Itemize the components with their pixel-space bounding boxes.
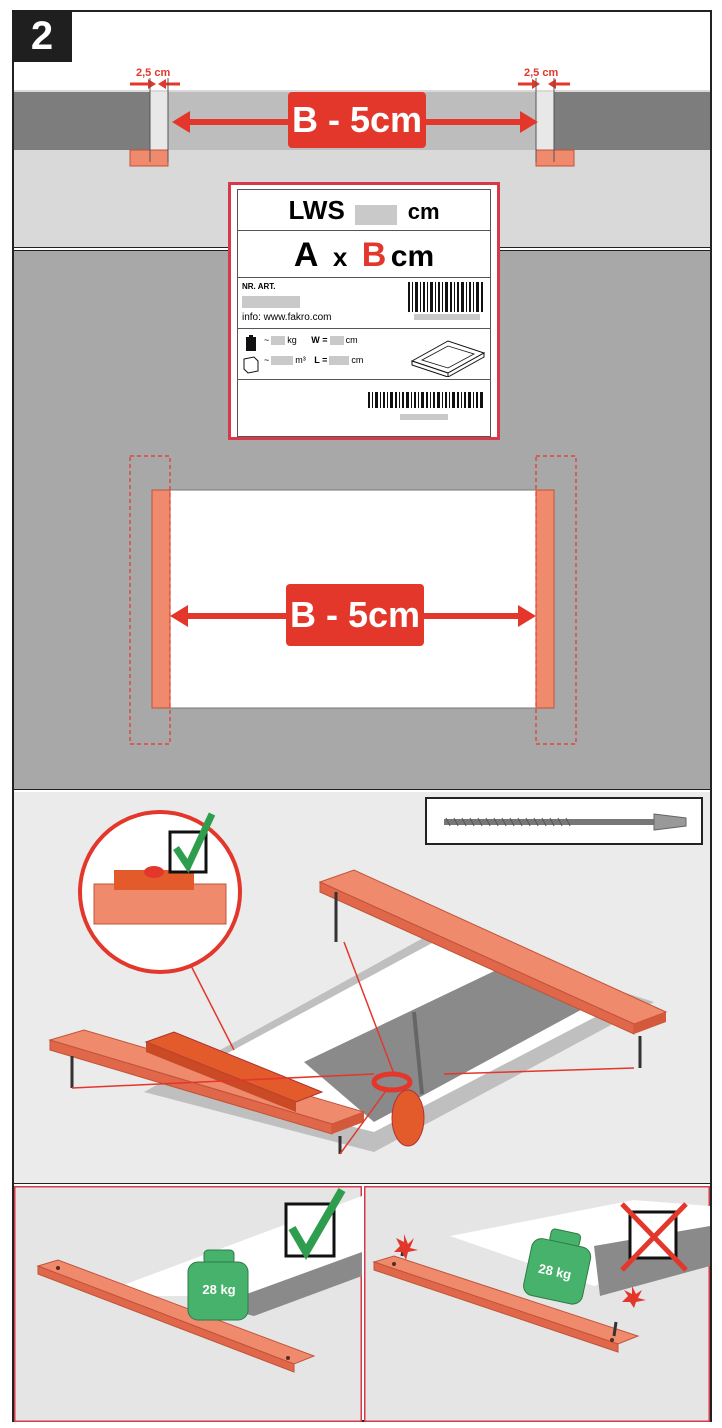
barcode-1: [408, 282, 483, 320]
step-number: 2: [12, 10, 72, 62]
nr-art-label: NR. ART.: [242, 282, 276, 291]
label-row-barcode: [237, 379, 491, 437]
label-row-lws: LWS cm: [237, 189, 491, 231]
panel-4-correct: 28 kg: [12, 1184, 364, 1424]
volume-line: ~m³ L =cm: [264, 355, 364, 366]
lws-unit: cm: [407, 199, 440, 224]
axb-unit: cm: [390, 240, 435, 273]
lws-value-placeholder: [355, 204, 398, 225]
b-text: B: [361, 236, 387, 274]
dimension-label-top: B - 5cm: [288, 92, 426, 148]
package-icon: [410, 340, 486, 377]
product-label: LWS cm A x B cm NR. ART. info: www.fakro…: [228, 182, 500, 440]
l-label: L =: [314, 355, 328, 365]
lws-text: LWS: [288, 195, 345, 225]
gap-left-label: 2,5 cm: [136, 67, 171, 79]
barcode-2: [368, 392, 483, 420]
gap-right-label: 2,5 cm: [524, 67, 559, 79]
weight-unit: kg: [287, 335, 297, 345]
instruction-frame: [12, 10, 712, 1422]
weight-label-correct: 28 kg: [202, 1282, 236, 1297]
a-text: A: [293, 236, 319, 274]
label-row-specs: ~kg W =cm ~m³ L =cm: [237, 328, 491, 380]
w-label: W =: [311, 335, 328, 345]
panel-5-wrong: 28 kg: [362, 1184, 712, 1424]
volume-unit: m³: [295, 355, 306, 365]
panel-4-drawing: [12, 1184, 364, 1424]
panel-3-drawing: [14, 792, 710, 1185]
info-url: info: www.fakro.com: [242, 312, 332, 323]
panel-5-drawing: [362, 1184, 712, 1424]
screw-icon: [444, 813, 687, 831]
article-number-placeholder: [242, 296, 300, 308]
weight-line: ~kg W =cm: [264, 335, 358, 346]
panel-3: [14, 792, 710, 1185]
label-row-axb: A x B cm: [237, 230, 491, 278]
x-text: x: [332, 242, 348, 272]
dimension-label-middle: B - 5cm: [286, 584, 424, 646]
label-row-article: NR. ART. info: www.fakro.com: [237, 277, 491, 329]
weight-and-volume-icons: [243, 335, 259, 374]
